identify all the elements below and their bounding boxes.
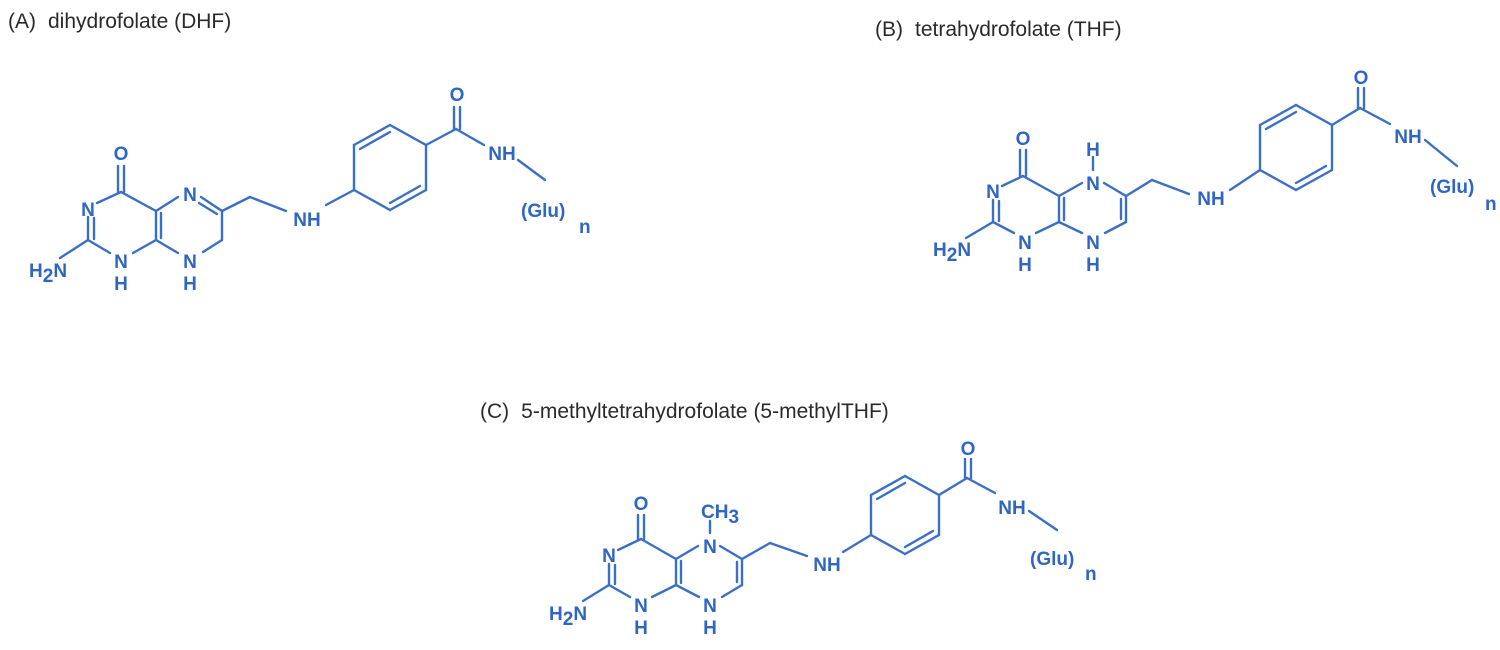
mthf-glutamate-count: n [1085, 564, 1097, 585]
dhf-glutamate-count: n [579, 217, 591, 238]
thf-amino-group: H2N [933, 240, 971, 266]
thf-oxo-oxygen: O [1016, 129, 1031, 150]
dhf-n3: N [81, 200, 95, 221]
dhf-bonds [58, 105, 547, 260]
thf-linker-nh: NH [1197, 189, 1224, 210]
mthf-oxo-oxygen: O [634, 494, 649, 515]
mthf-glutamate: (Glu) [1030, 549, 1074, 570]
dhf-atom-labels: O N N N H N H H2N NH O NH (Glu) n [29, 85, 591, 295]
mthf-n5: N [703, 537, 717, 558]
structure-dhf: O N N N H N H H2N NH O NH (Glu) n [29, 85, 591, 295]
mthf-carbonyl-oxygen: O [961, 439, 976, 460]
panel-b-label: (B) [875, 18, 903, 41]
thf-amide-nh: NH [1394, 127, 1421, 148]
mthf-n8: N [703, 596, 717, 617]
dhf-n5: N [183, 185, 197, 206]
dhf-n8-hydrogen: H [183, 274, 197, 295]
panel-c-compound-name: 5-methyltetrahydrofolate (5-methylTHF) [521, 400, 889, 423]
mthf-n1-hydrogen: H [634, 618, 648, 639]
thf-n5-hydrogen: H [1086, 140, 1100, 161]
dhf-n1-hydrogen: H [114, 274, 128, 295]
dhf-glutamate: (Glu) [521, 201, 565, 222]
panel-a-label: (A) [8, 10, 36, 33]
mthf-amino-group: H2N [549, 604, 587, 630]
mthf-methyl-group: CH3 [701, 502, 739, 528]
thf-carbonyl-oxygen: O [1354, 68, 1369, 89]
panel-a-caption: (A) dihydrofolate (DHF) [8, 10, 231, 34]
dhf-amide-nh: NH [488, 144, 515, 165]
mthf-linker-nh: NH [813, 555, 840, 576]
panel-c-caption: (C) 5-methyltetrahydrofolate (5-methylTHF… [480, 400, 889, 424]
dhf-oxo-oxygen: O [114, 144, 129, 165]
mthf-bonds [581, 457, 1059, 603]
panel-c-label: (C) [480, 400, 510, 423]
thf-glutamate: (Glu) [1430, 177, 1474, 198]
mthf-n3: N [602, 546, 616, 567]
thf-n3: N [986, 182, 1000, 203]
mthf-atom-labels: O N N CH3 N H N H H2N NH O NH (Glu) n [549, 439, 1097, 639]
structure-thf: O N N H N H N H H2N NH O NH (Glu) n [933, 68, 1497, 276]
mthf-amide-nh: NH [998, 498, 1025, 519]
panel-a-compound-name: dihydrofolate (DHF) [48, 10, 232, 33]
thf-n1: N [1018, 233, 1032, 254]
dhf-carbonyl-oxygen: O [450, 85, 465, 106]
thf-atom-labels: O N N H N H N H H2N NH O NH (Glu) n [933, 68, 1497, 276]
thf-glutamate-count: n [1485, 194, 1497, 215]
dhf-linker-nh: NH [293, 210, 320, 231]
mthf-n1: N [634, 596, 648, 617]
mthf-n8-hydrogen: H [703, 618, 717, 639]
structure-5-methylthf: O N N CH3 N H N H H2N NH O NH (Glu) n [549, 439, 1097, 639]
dhf-n1: N [114, 252, 128, 273]
thf-n1-hydrogen: H [1018, 255, 1032, 276]
panel-b-compound-name: tetrahydrofolate (THF) [915, 18, 1122, 41]
thf-n8: N [1086, 233, 1100, 254]
thf-bonds [964, 86, 1459, 240]
thf-n5: N [1086, 174, 1100, 195]
thf-n8-hydrogen: H [1086, 255, 1100, 276]
dhf-n8: N [183, 252, 197, 273]
panel-b-caption: (B) tetrahydrofolate (THF) [875, 18, 1122, 42]
dhf-amino-group: H2N [29, 261, 67, 287]
